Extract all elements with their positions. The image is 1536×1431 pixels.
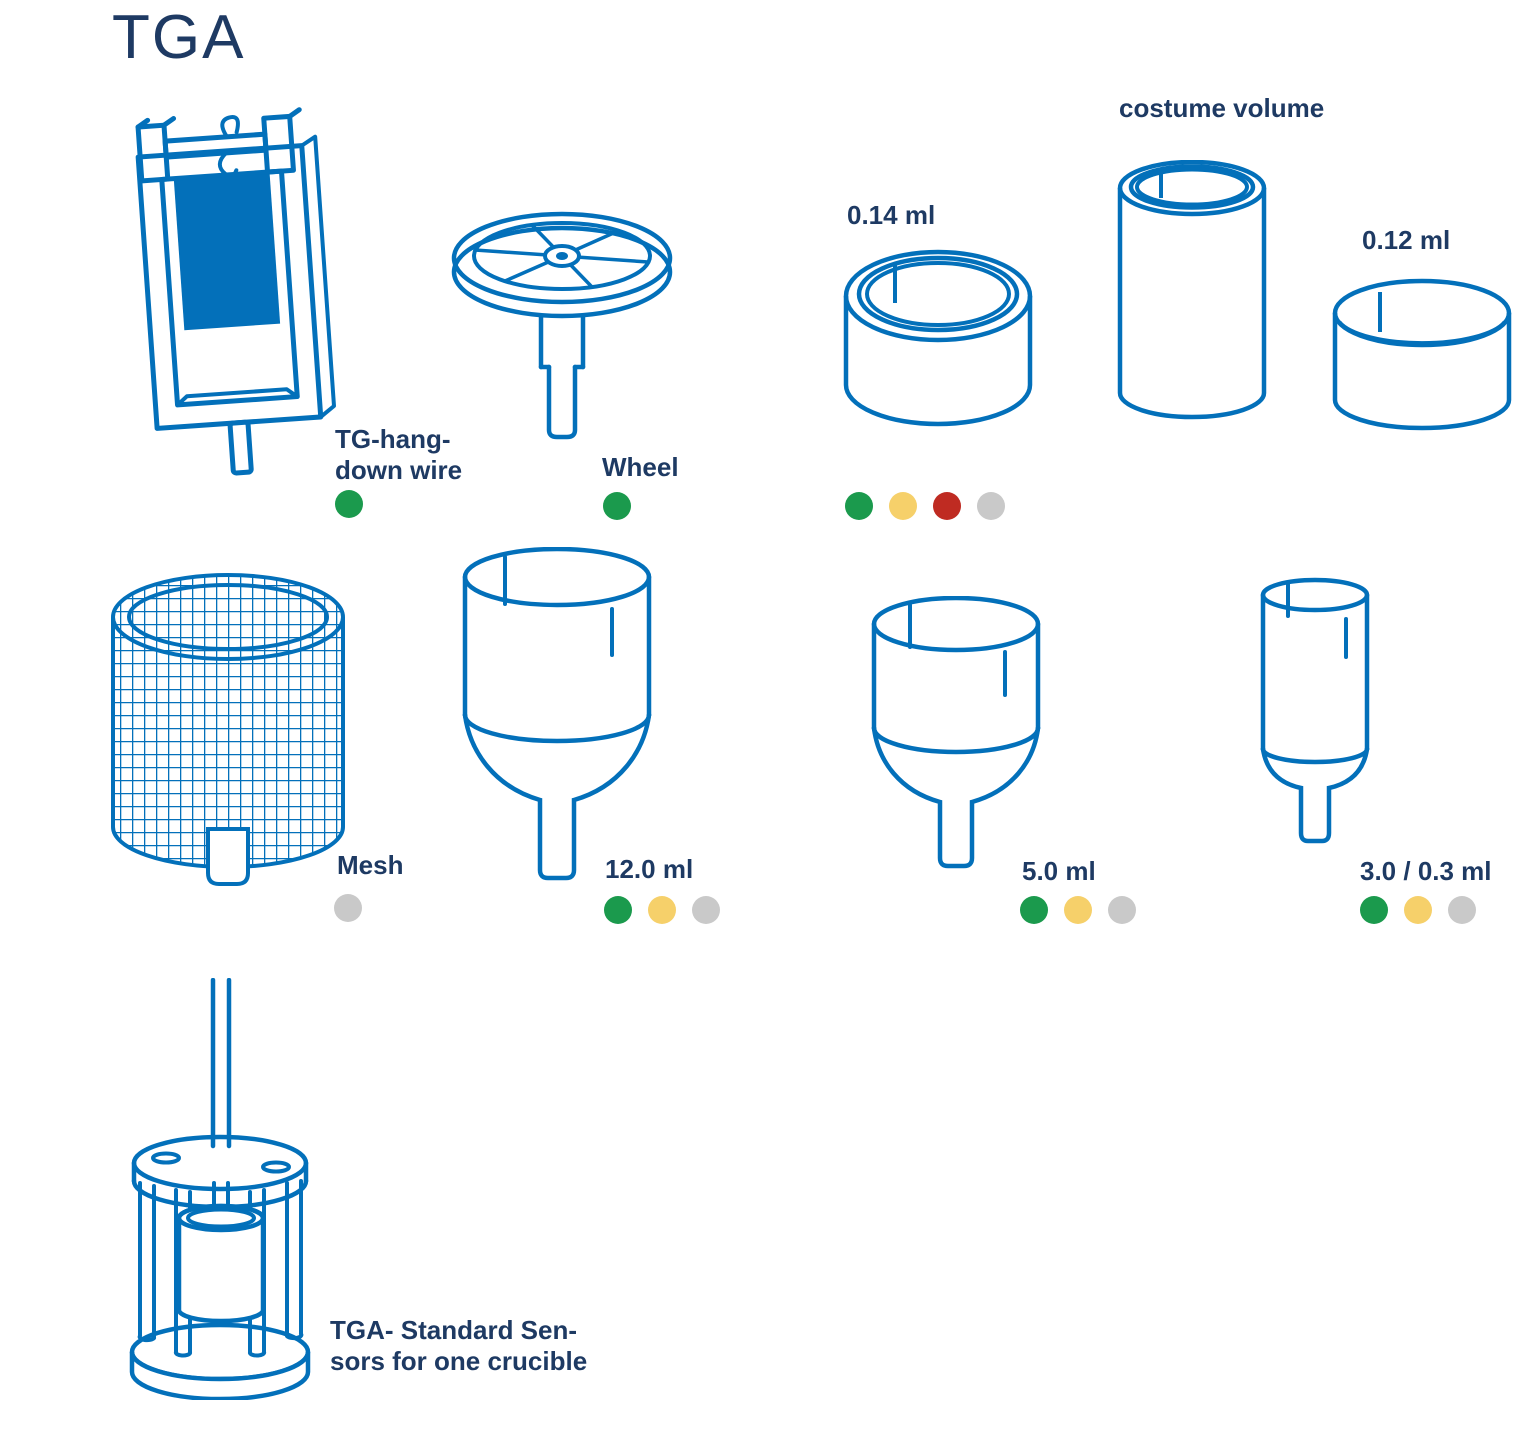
crucible-12ml-figure <box>460 547 655 884</box>
green-status-dot <box>845 492 873 520</box>
green-status-dot <box>604 896 632 924</box>
gray-status-dot <box>692 896 720 924</box>
costume-volume-label: costume volume <box>1119 93 1325 123</box>
gray-status-dot <box>977 492 1005 520</box>
crucible-12ml-label: 12.0 ml <box>605 854 694 884</box>
crucible-012ml-label: 0.12 ml <box>1362 225 1451 255</box>
mesh-figure <box>108 572 358 892</box>
green-status-dot <box>603 492 631 520</box>
crucible-12ml-dots <box>604 896 720 924</box>
yellow-status-dot <box>648 896 676 924</box>
costume-volume-figure <box>1117 160 1267 428</box>
yellow-status-dot <box>1404 896 1432 924</box>
gray-status-dot <box>1108 896 1136 924</box>
tg-hang-down-wire-dots <box>335 490 363 518</box>
crucible-3ml-figure <box>1258 577 1373 854</box>
wheel-figure <box>437 192 687 442</box>
tg-hang-down-wire-figure <box>120 105 370 477</box>
gray-status-dot <box>1448 896 1476 924</box>
crucible-5ml-dots <box>1020 896 1136 924</box>
crucible-014ml-figure <box>843 248 1033 430</box>
crucible-3ml-dots <box>1360 896 1476 924</box>
crucible-5ml-label: 5.0 ml <box>1022 856 1096 886</box>
mesh-label: Mesh <box>337 850 404 880</box>
tga-standard-sensor-label: TGA- Standard Sen- sors for one crucible <box>330 1315 588 1376</box>
gray-status-dot <box>334 894 362 922</box>
tga-standard-sensor-figure <box>128 978 313 1400</box>
page-title: TGA <box>112 3 246 72</box>
crucible-014ml-label: 0.14 ml <box>847 200 936 230</box>
red-status-dot <box>933 492 961 520</box>
mesh-dots <box>334 894 362 922</box>
green-status-dot <box>335 490 363 518</box>
wheel-label: Wheel <box>602 452 679 482</box>
crucible-012ml-figure <box>1332 278 1512 436</box>
green-status-dot <box>1020 896 1048 924</box>
yellow-status-dot <box>1064 896 1092 924</box>
tg-hang-down-wire-label: TG-hang- down wire <box>335 424 463 485</box>
green-status-dot <box>1360 896 1388 924</box>
yellow-status-dot <box>889 492 917 520</box>
crucible-5ml-figure <box>870 596 1042 878</box>
crucible-3ml-label: 3.0 / 0.3 ml <box>1360 856 1492 886</box>
wheel-dots <box>603 492 631 520</box>
crucible-014ml-dots <box>845 492 1005 520</box>
